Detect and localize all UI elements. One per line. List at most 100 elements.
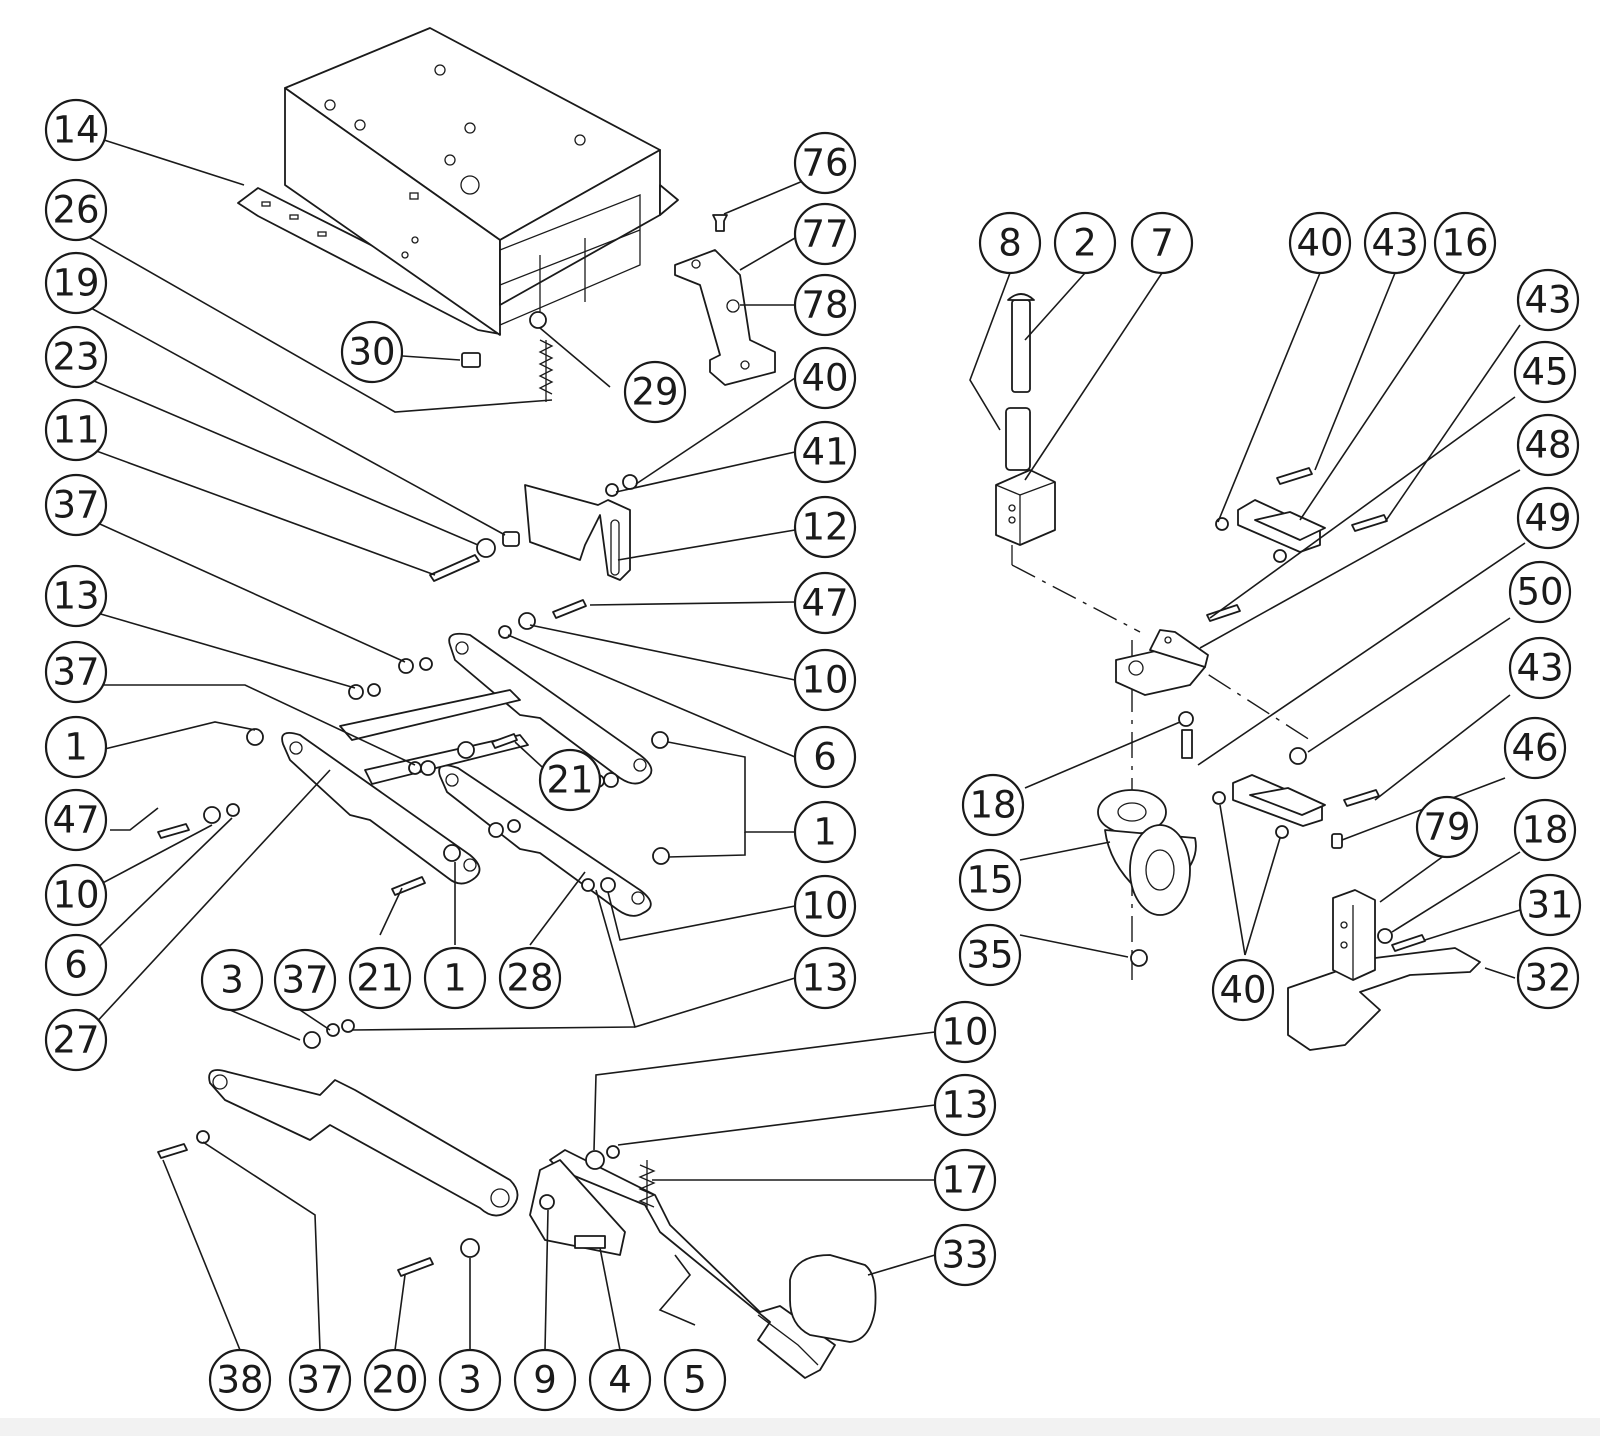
- nut-part-40: [622, 474, 638, 490]
- callout-28: 28: [498, 946, 562, 1010]
- callout-9: 9: [513, 1348, 577, 1412]
- callout-47-b-label: 47: [801, 582, 848, 625]
- callout-10-c-label: 10: [801, 885, 848, 928]
- callout-37-c-label: 37: [281, 959, 328, 1002]
- callout-13-a: 13: [44, 564, 108, 628]
- washer-part-50: [1289, 747, 1307, 765]
- callout-79: 79: [1415, 795, 1479, 859]
- callout-41-label: 41: [801, 431, 848, 474]
- callout-33: 33: [933, 1223, 997, 1287]
- callout-26-label: 26: [52, 189, 99, 232]
- callout-6-a-label: 6: [64, 944, 88, 987]
- nut-part-40-lower-a: [1212, 791, 1226, 805]
- callout-40-a-label: 40: [801, 357, 848, 400]
- callout-16-label: 16: [1441, 222, 1488, 265]
- bolt-part-20: [397, 1257, 434, 1277]
- callout-7-label: 7: [1150, 222, 1174, 265]
- callout-18-a-label: 18: [1521, 809, 1568, 852]
- callout-13-a-label: 13: [52, 575, 99, 618]
- callout-18-a: 18: [1513, 798, 1577, 862]
- callout-21-b: 21: [348, 946, 412, 1010]
- callout-6-b-label: 6: [813, 736, 837, 779]
- callout-29-label: 29: [631, 371, 678, 414]
- callout-47-a: 47: [44, 788, 108, 852]
- callout-38: 38: [208, 1348, 272, 1412]
- callout-49: 49: [1516, 486, 1580, 550]
- spring-part-26: [538, 339, 554, 402]
- nut-part-13-pedal: [606, 1145, 620, 1159]
- callout-14-label: 14: [52, 109, 99, 152]
- callout-6-b: 6: [793, 725, 857, 789]
- washer-part-10-upper: [518, 612, 536, 630]
- callout-33-label: 33: [941, 1234, 988, 1277]
- callout-37-a-label: 37: [52, 484, 99, 527]
- base-frame-part-14: [237, 27, 679, 336]
- bolt-part-29: [529, 311, 547, 329]
- nut-part-35: [1130, 949, 1148, 967]
- nut-part-18-upper: [1178, 711, 1194, 727]
- callout-1-c-label: 1: [443, 957, 467, 1000]
- callout-16: 16: [1433, 211, 1497, 275]
- callout-10-c: 10: [793, 874, 857, 938]
- callout-28-label: 28: [506, 957, 553, 1000]
- bolt-part-11: [429, 554, 480, 582]
- callout-43-b: 43: [1516, 268, 1580, 332]
- screw-part-76: [712, 214, 728, 232]
- link-arm-upper: [448, 632, 653, 785]
- callout-10-d-label: 10: [941, 1011, 988, 1054]
- caster-wheel-part-15: [1097, 789, 1197, 916]
- callout-43-b-label: 43: [1524, 279, 1571, 322]
- callout-18-b-label: 18: [969, 784, 1016, 827]
- callout-10-a-label: 10: [52, 874, 99, 917]
- callout-46-label: 46: [1511, 727, 1558, 770]
- callout-13-b: 13: [793, 946, 857, 1010]
- callout-15: 15: [958, 848, 1022, 912]
- callout-1-b-label: 1: [813, 811, 837, 854]
- callout-40-c-label: 40: [1219, 969, 1266, 1012]
- callout-37-c: 37: [273, 948, 337, 1012]
- callout-30-label: 30: [348, 331, 395, 374]
- callout-76-label: 76: [801, 142, 848, 185]
- callout-13-c-label: 13: [941, 1084, 988, 1127]
- bracket-part-79: [1332, 889, 1376, 981]
- bracket-part-77: [674, 249, 776, 386]
- callout-50-label: 50: [1516, 571, 1563, 614]
- callout-78: 78: [793, 273, 857, 337]
- pedal-arm-part-5: [549, 1149, 836, 1379]
- callout-43-a: 43: [1363, 211, 1427, 275]
- callout-31: 31: [1518, 873, 1582, 937]
- callout-5: 5: [663, 1348, 727, 1412]
- bushing-part-19: [502, 531, 520, 547]
- callout-50: 50: [1508, 560, 1572, 624]
- callout-1-a-label: 1: [64, 726, 88, 769]
- block-part-7: [995, 469, 1056, 546]
- callout-8: 8: [978, 211, 1042, 275]
- callout-45: 45: [1513, 340, 1577, 404]
- bolt-part-43-b: [1351, 514, 1388, 532]
- callout-12: 12: [793, 495, 857, 559]
- bushing-part-3-upper: [303, 1031, 321, 1049]
- callout-3-b: 3: [438, 1348, 502, 1412]
- bracket-part-48: [1115, 629, 1209, 696]
- callout-35: 35: [958, 923, 1022, 987]
- callout-27: 27: [44, 1008, 108, 1072]
- washer-part-37-pedal: [196, 1130, 210, 1144]
- link-arm-part-27: [281, 732, 481, 885]
- callout-3-a: 3: [200, 948, 264, 1012]
- callout-31-label: 31: [1526, 884, 1573, 927]
- spring-part-17: [638, 1160, 656, 1210]
- bolt-part-38: [157, 1143, 188, 1159]
- callout-26: 26: [44, 178, 108, 242]
- callout-35-label: 35: [966, 934, 1013, 977]
- callout-13-b-label: 13: [801, 957, 848, 1000]
- callout-23-label: 23: [52, 336, 99, 379]
- callout-37-d: 37: [288, 1348, 352, 1412]
- callout-40-b: 40: [1288, 211, 1352, 275]
- callout-1-a: 1: [44, 715, 108, 779]
- callout-12-label: 12: [801, 506, 848, 549]
- callout-10-d: 10: [933, 1000, 997, 1064]
- callout-13-c: 13: [933, 1073, 997, 1137]
- callout-1-b: 1: [793, 800, 857, 864]
- callout-27-label: 27: [52, 1019, 99, 1062]
- callout-11: 11: [44, 398, 108, 462]
